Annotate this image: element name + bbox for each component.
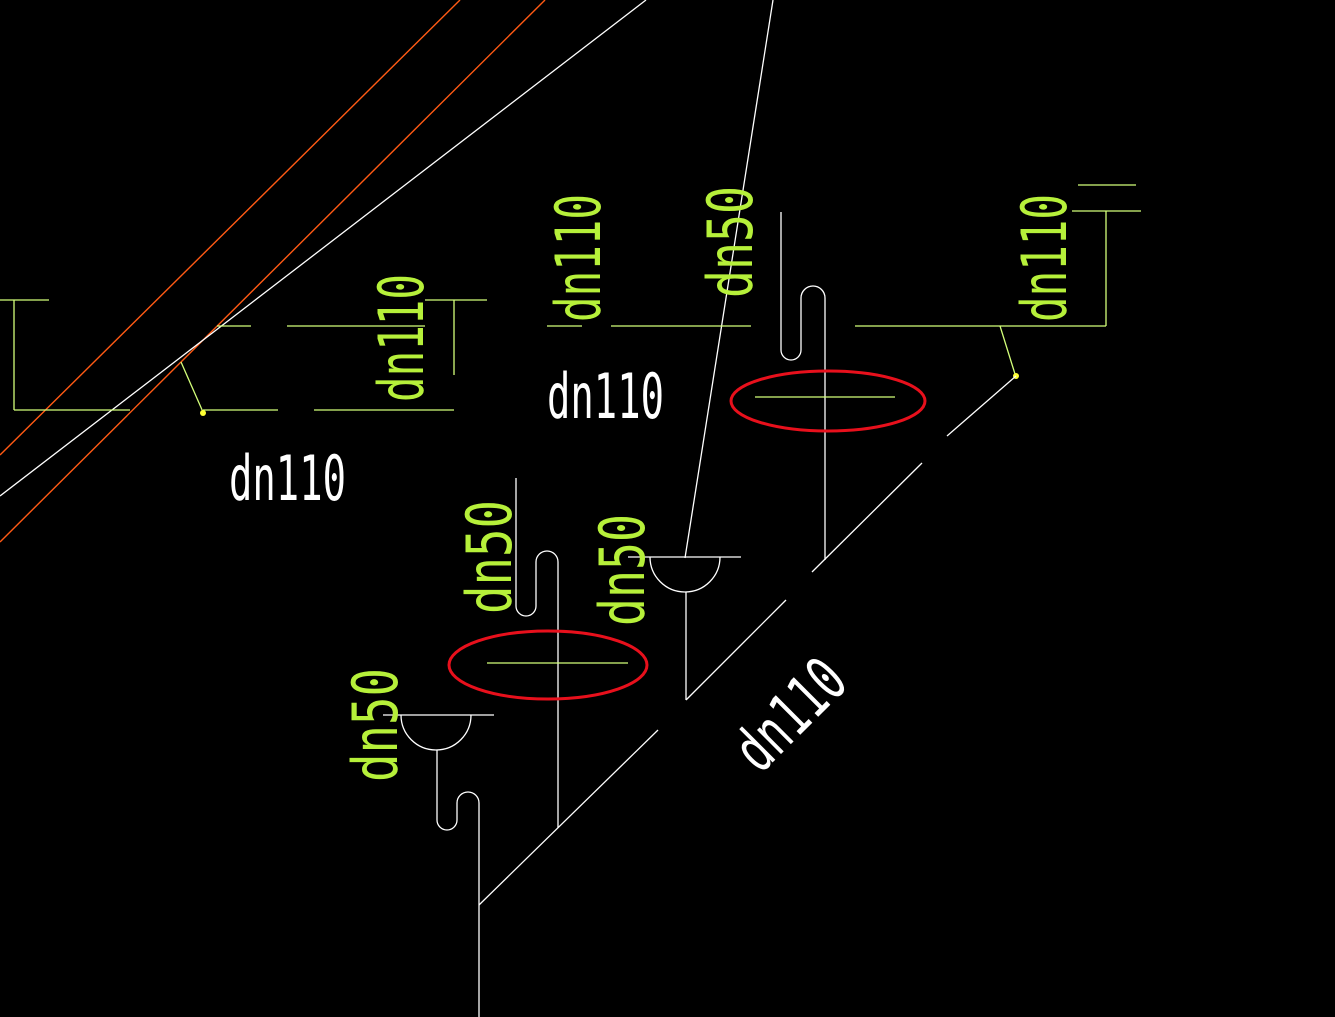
left-leader xyxy=(180,361,204,413)
highlight-ellipse-upper[interactable] xyxy=(729,369,927,433)
highlight-marks[interactable] xyxy=(447,369,927,701)
reference-lines xyxy=(0,0,774,559)
right-leader xyxy=(999,325,1016,375)
highlight-ellipse-lower[interactable] xyxy=(447,629,649,701)
mid-s-trap xyxy=(515,478,559,828)
labels: dn110 dn110 dn110 dn110 dn50 dn110 dn50 … xyxy=(229,186,1081,786)
lower-traps xyxy=(383,478,741,1017)
label-riser-right: dn110 xyxy=(1008,194,1081,322)
left-branch xyxy=(0,299,487,416)
label-riser-mid: dn110 xyxy=(542,194,615,322)
label-main-diagonal: dn110 xyxy=(719,643,861,785)
upper-trap xyxy=(780,212,826,560)
label-trap-mid: dn50 xyxy=(586,514,659,626)
main-pipe-seg-2 xyxy=(685,599,787,701)
wall-line-1 xyxy=(0,0,461,456)
slanted-riser-line xyxy=(684,0,774,559)
label-left-branch-upper: dn110 xyxy=(365,274,438,402)
main-pipe-seg-4 xyxy=(946,375,1017,437)
cleanouts xyxy=(487,396,895,664)
main-pipe-seg-3 xyxy=(811,462,923,573)
floor-drain-trap-right xyxy=(649,556,721,593)
label-riser-upper-center: dn50 xyxy=(694,186,767,298)
upper-s-trap xyxy=(780,212,826,560)
label-left-branch-lower: dn110 xyxy=(229,442,346,515)
label-trap-left: dn50 xyxy=(453,500,526,614)
wall-line-2 xyxy=(0,0,546,543)
lower-s-trap xyxy=(436,750,480,1017)
wall-lines xyxy=(0,0,546,543)
left-junction-node xyxy=(200,410,206,416)
floor-drain-trap-left xyxy=(400,714,472,751)
label-mid-horizontal: dn110 xyxy=(547,360,664,433)
main-diagonal-pipe xyxy=(478,375,1017,906)
main-pipe-seg-1 xyxy=(478,729,659,906)
label-trap-lower: dn50 xyxy=(339,668,412,782)
diagonal-reference-line xyxy=(0,0,647,497)
